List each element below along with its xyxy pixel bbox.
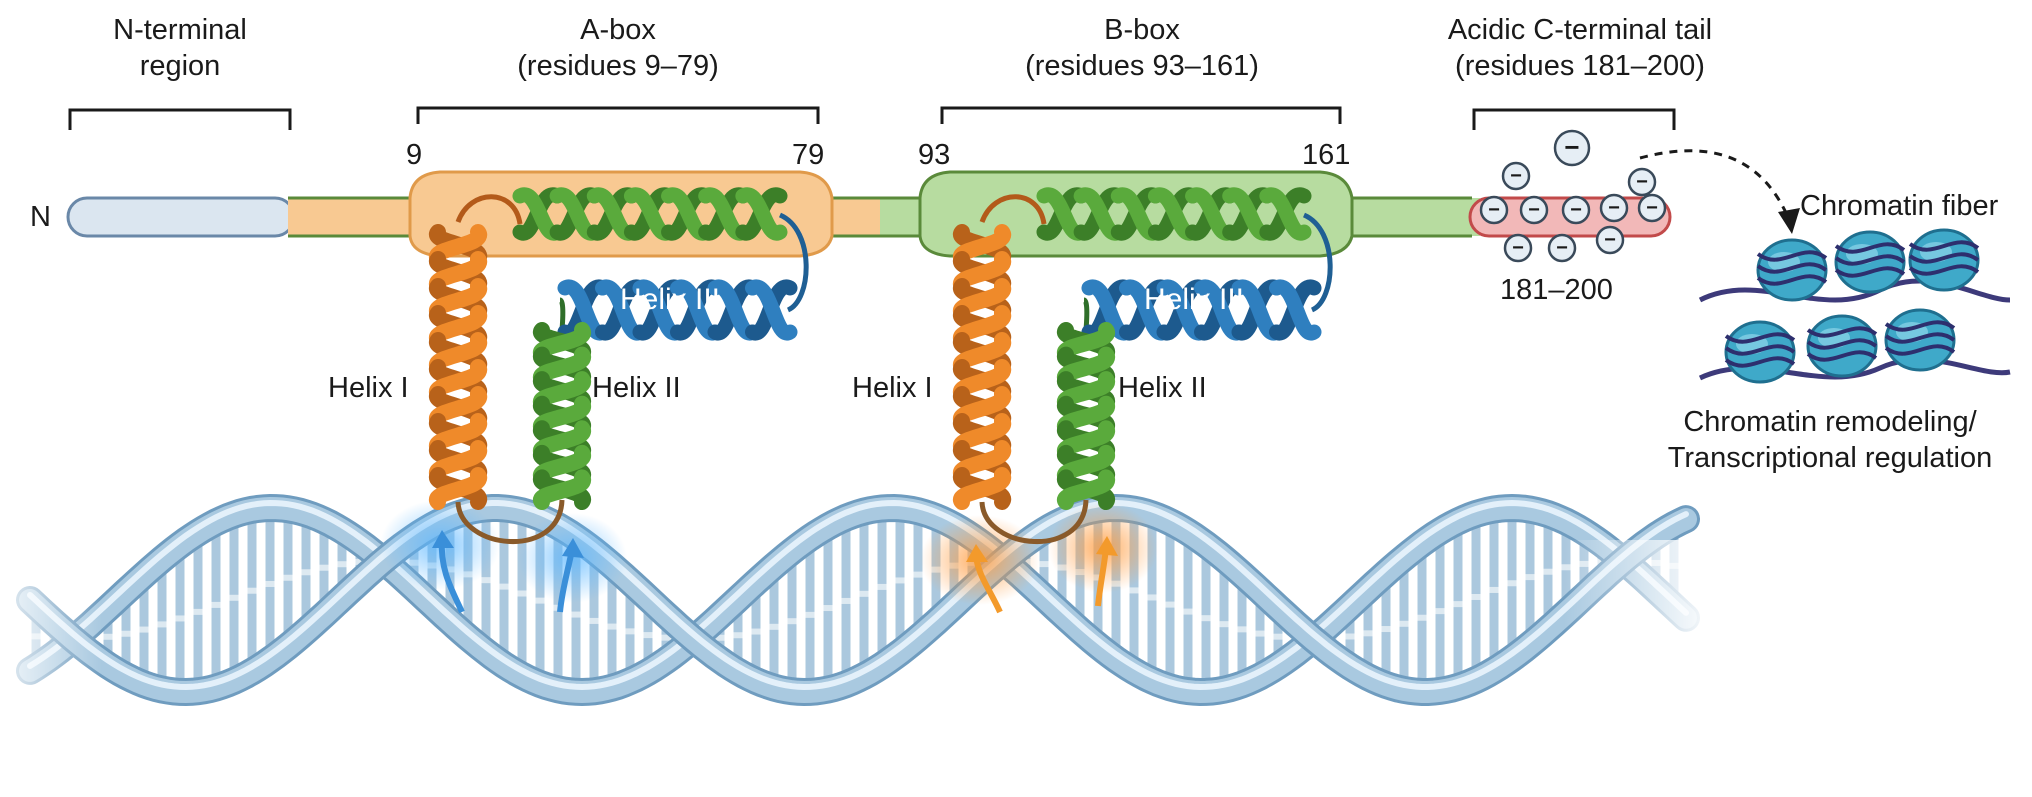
- negative-charge-sign: −: [1646, 197, 1658, 219]
- a-box-bracket: [416, 106, 820, 124]
- dna-fade-overlay: [0, 540, 1700, 792]
- a-box-label: A-box (residues 9–79): [517, 14, 719, 82]
- negative-charge-sign: −: [1564, 132, 1579, 162]
- a-box-loop-bottom: [455, 499, 565, 545]
- a-box-helix-3-turn-front: [745, 279, 798, 341]
- n-terminus-label: N: [30, 201, 51, 233]
- residue-79-label: 79: [792, 139, 825, 171]
- region-brackets: [68, 106, 1676, 130]
- nucleosome-wrap: [1884, 320, 1956, 332]
- a-box-loop-top: [455, 194, 523, 225]
- nucleosome-wrap: [1908, 240, 1980, 252]
- a-box-loop-helix3: [778, 212, 809, 313]
- negative-charge-sign: −: [1528, 199, 1540, 221]
- b-box-loop-helix3: [1302, 212, 1333, 313]
- nucleosome-wrap: [1908, 252, 1980, 264]
- nucleosome-wrap: [1834, 242, 1906, 254]
- negative-charge-sign: −: [1488, 199, 1500, 221]
- c-tail-label: Acidic C-terminal tail (residues 181–200…: [1447, 14, 1713, 82]
- b-box-label: B-box (residues 93–161): [1025, 14, 1259, 82]
- nucleosome-wrap: [1724, 344, 1796, 356]
- negative-charge-sign: −: [1510, 165, 1522, 187]
- nucleosome-wrap: [1806, 350, 1878, 362]
- residue-9-label: 9: [406, 139, 423, 171]
- tail-range-label: 181–200: [1500, 274, 1613, 306]
- a-box-helix-1-turn-front: [428, 467, 488, 510]
- b-box-helix-2-turn-front: [1056, 469, 1116, 510]
- nucleosome-wrap: [1806, 326, 1878, 338]
- negative-charge-sign: −: [1570, 199, 1582, 221]
- negative-charge-circle: [1599, 193, 1629, 223]
- nucleosome-wrap: [1884, 332, 1956, 344]
- a-box-helix-2-turn-front: [532, 469, 592, 510]
- n-terminal-region-label: N-terminal region: [113, 14, 247, 82]
- a-box-loop-mid: [558, 297, 566, 331]
- dashed-arrow-head: [1778, 208, 1800, 234]
- a-arrow-left-head: [432, 530, 454, 548]
- negative-charge-circle: [1547, 233, 1577, 263]
- b-box-helix-3-turn-front: [1269, 279, 1322, 341]
- nucleosome-wrap: [1908, 264, 1980, 276]
- n-terminal-segment: [66, 196, 296, 238]
- chromatin-fiber-label: Chromatin fiber: [1800, 190, 1999, 222]
- chromatin-caption: Chromatin remodeling/ Transcriptional re…: [1667, 406, 1993, 474]
- a-helix-3-label: Helix III: [620, 283, 721, 316]
- b-arrow-right-head: [1096, 536, 1118, 556]
- nucleosome-wrap: [1884, 344, 1956, 356]
- residue-161-label: 161: [1302, 139, 1351, 171]
- b-helix-2-label: Helix II: [1118, 372, 1207, 404]
- nucleosome-wrap: [1724, 356, 1796, 368]
- nucleosome-wrap: [1834, 254, 1906, 266]
- b-box-helix-1-turn-front: [952, 467, 1012, 510]
- negative-charge-circle: [1561, 195, 1591, 225]
- nucleosome-wrap: [1806, 338, 1878, 350]
- b-box-loop-bottom: [979, 499, 1089, 545]
- b-box-loop-top: [979, 194, 1047, 225]
- a-arrow-left: [438, 539, 465, 614]
- nucleosome-wrap: [1834, 266, 1906, 278]
- negative-charge-circle: [1637, 193, 1667, 223]
- b-box-top-helix-turn-front: [1259, 187, 1312, 241]
- n-terminal-bracket: [68, 108, 292, 130]
- negative-charge-sign: −: [1556, 237, 1568, 259]
- negative-charge-sign: −: [1604, 229, 1616, 251]
- negative-charge-circle: [1503, 233, 1533, 263]
- b-box-loop-mid: [1082, 297, 1090, 331]
- b-arrow-left-head: [966, 544, 988, 562]
- nucleosome-wrap: [1724, 332, 1796, 344]
- b-helix-1-label: Helix I: [852, 372, 933, 404]
- negative-charge-circle: [1595, 225, 1625, 255]
- negative-charge-sign: −: [1512, 237, 1524, 259]
- a-helix-1-label: Helix I: [328, 372, 409, 404]
- dashed-arrow-to-chromatin: [1639, 149, 1792, 223]
- negative-charge-circle: [1501, 161, 1531, 191]
- nucleosome-wrap: [1756, 274, 1828, 286]
- negative-charge-sign: −: [1636, 171, 1648, 193]
- b-box-bracket: [940, 106, 1342, 124]
- negative-charge-sign: −: [1608, 197, 1620, 219]
- a-helix-2-label: Helix II: [592, 372, 681, 404]
- protein-backbone: [66, 170, 1672, 258]
- c-tail-bracket: [1472, 108, 1676, 130]
- nucleosome-wrap: [1756, 250, 1828, 262]
- residue-93-label: 93: [918, 139, 951, 171]
- contact-arrows: [432, 530, 1118, 614]
- a-arrow-right-head: [562, 538, 584, 558]
- negative-charges: −−−−−−−−−−−: [1479, 129, 1667, 263]
- helix-ribbons: [428, 187, 1333, 545]
- b-helix-3-label: Helix III: [1144, 283, 1245, 316]
- nucleosome-wrap: [1756, 262, 1828, 274]
- negative-charge-circle: [1627, 167, 1657, 197]
- negative-charge-circle: [1553, 129, 1591, 167]
- negative-charge-circle: [1479, 195, 1509, 225]
- negative-charge-circle: [1519, 195, 1549, 225]
- chromatin-fiber-illustration: [1698, 228, 2011, 384]
- a-box-top-helix-turn-front: [735, 187, 788, 241]
